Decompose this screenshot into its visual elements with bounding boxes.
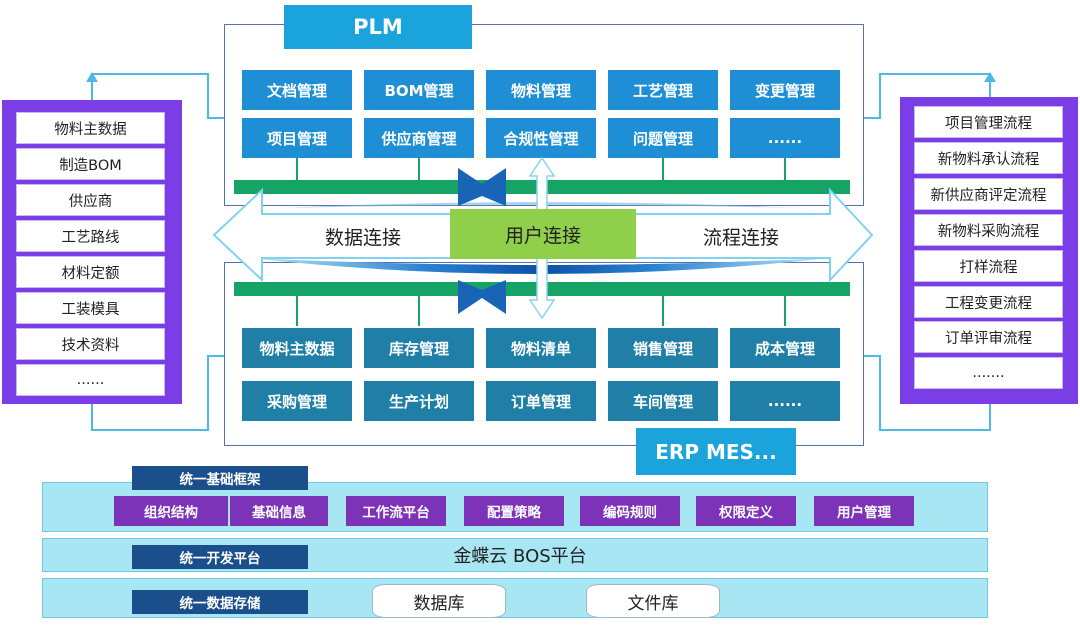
bus-connector <box>784 296 786 326</box>
erp-title: ERP MES... <box>636 428 796 475</box>
plm-module[interactable]: 合规性管理 <box>486 118 596 158</box>
plm-module[interactable]: ...... <box>730 118 840 158</box>
process-item[interactable]: 新物料采购流程 <box>914 214 1063 246</box>
master-data-item[interactable]: 工艺路线 <box>16 220 165 252</box>
erp-module[interactable]: 物料清单 <box>486 328 596 368</box>
framework-item[interactable]: 编码规则 <box>580 496 680 526</box>
master-data-item[interactable]: 工装模具 <box>16 292 165 324</box>
master-data-item[interactable]: ...... <box>16 364 165 396</box>
bus-connector <box>296 158 298 180</box>
bus-connector <box>662 296 664 326</box>
process-item[interactable]: 打样流程 <box>914 250 1063 282</box>
master-data-item[interactable]: 供应商 <box>16 184 165 216</box>
plm-module[interactable]: 供应商管理 <box>364 118 474 158</box>
framework-tag: 统一基础框架 <box>132 466 308 490</box>
bus-connector <box>418 296 420 326</box>
database-cylinder[interactable]: 数据库 <box>372 584 506 618</box>
bus-connector <box>662 158 664 180</box>
master-data-item[interactable]: 物料主数据 <box>16 112 165 144</box>
process-item[interactable]: 订单评审流程 <box>914 321 1063 353</box>
erp-module[interactable]: 销售管理 <box>608 328 718 368</box>
plm-module[interactable]: 物料管理 <box>486 70 596 110</box>
dev-platform-tag: 统一开发平台 <box>132 545 308 569</box>
master-data-item[interactable]: 制造BOM <box>16 148 165 180</box>
erp-module[interactable]: 采购管理 <box>242 381 352 421</box>
dev-platform-text: 金蝶云 BOS平台 <box>453 546 587 567</box>
framework-item[interactable]: 用户管理 <box>814 496 914 526</box>
master-data-item[interactable]: 技术资料 <box>16 328 165 360</box>
user-connection-box[interactable]: 用户连接 <box>450 209 636 259</box>
erp-module[interactable]: 物料主数据 <box>242 328 352 368</box>
plm-module[interactable]: 工艺管理 <box>608 70 718 110</box>
plm-module[interactable]: 问题管理 <box>608 118 718 158</box>
process-item[interactable]: ....... <box>914 357 1063 389</box>
framework-item[interactable]: 基础信息 <box>230 496 328 526</box>
file-store-cylinder[interactable]: 文件库 <box>586 584 720 618</box>
bus-connector <box>784 158 786 180</box>
bus-connector <box>296 296 298 326</box>
framework-item[interactable]: 组织结构 <box>114 496 228 526</box>
plm-module[interactable]: 文档管理 <box>242 70 352 110</box>
framework-item[interactable]: 工作流平台 <box>346 496 446 526</box>
erp-module[interactable]: 生产计划 <box>364 381 474 421</box>
process-item[interactable]: 新物料承认流程 <box>914 142 1063 174</box>
process-item[interactable]: 新供应商评定流程 <box>914 178 1063 210</box>
erp-module[interactable]: ...... <box>730 381 840 421</box>
bus-connector <box>418 158 420 180</box>
storage-tag: 统一数据存储 <box>132 590 308 614</box>
erp-module[interactable]: 订单管理 <box>486 381 596 421</box>
erp-module[interactable]: 库存管理 <box>364 328 474 368</box>
plm-module[interactable]: 变更管理 <box>730 70 840 110</box>
master-data-item[interactable]: 材料定额 <box>16 256 165 288</box>
flow-connection-label: 流程连接 <box>702 226 779 249</box>
data-connection-label: 数据连接 <box>324 226 401 249</box>
process-item[interactable]: 工程变更流程 <box>914 286 1063 318</box>
erp-module[interactable]: 成本管理 <box>730 328 840 368</box>
plm-title: PLM <box>284 5 472 49</box>
process-item[interactable]: 项目管理流程 <box>914 106 1063 138</box>
plm-module[interactable]: BOM管理 <box>364 70 474 110</box>
framework-item[interactable]: 配置策略 <box>464 496 564 526</box>
plm-module[interactable]: 项目管理 <box>242 118 352 158</box>
framework-item[interactable]: 权限定义 <box>696 496 796 526</box>
erp-module[interactable]: 车间管理 <box>608 381 718 421</box>
